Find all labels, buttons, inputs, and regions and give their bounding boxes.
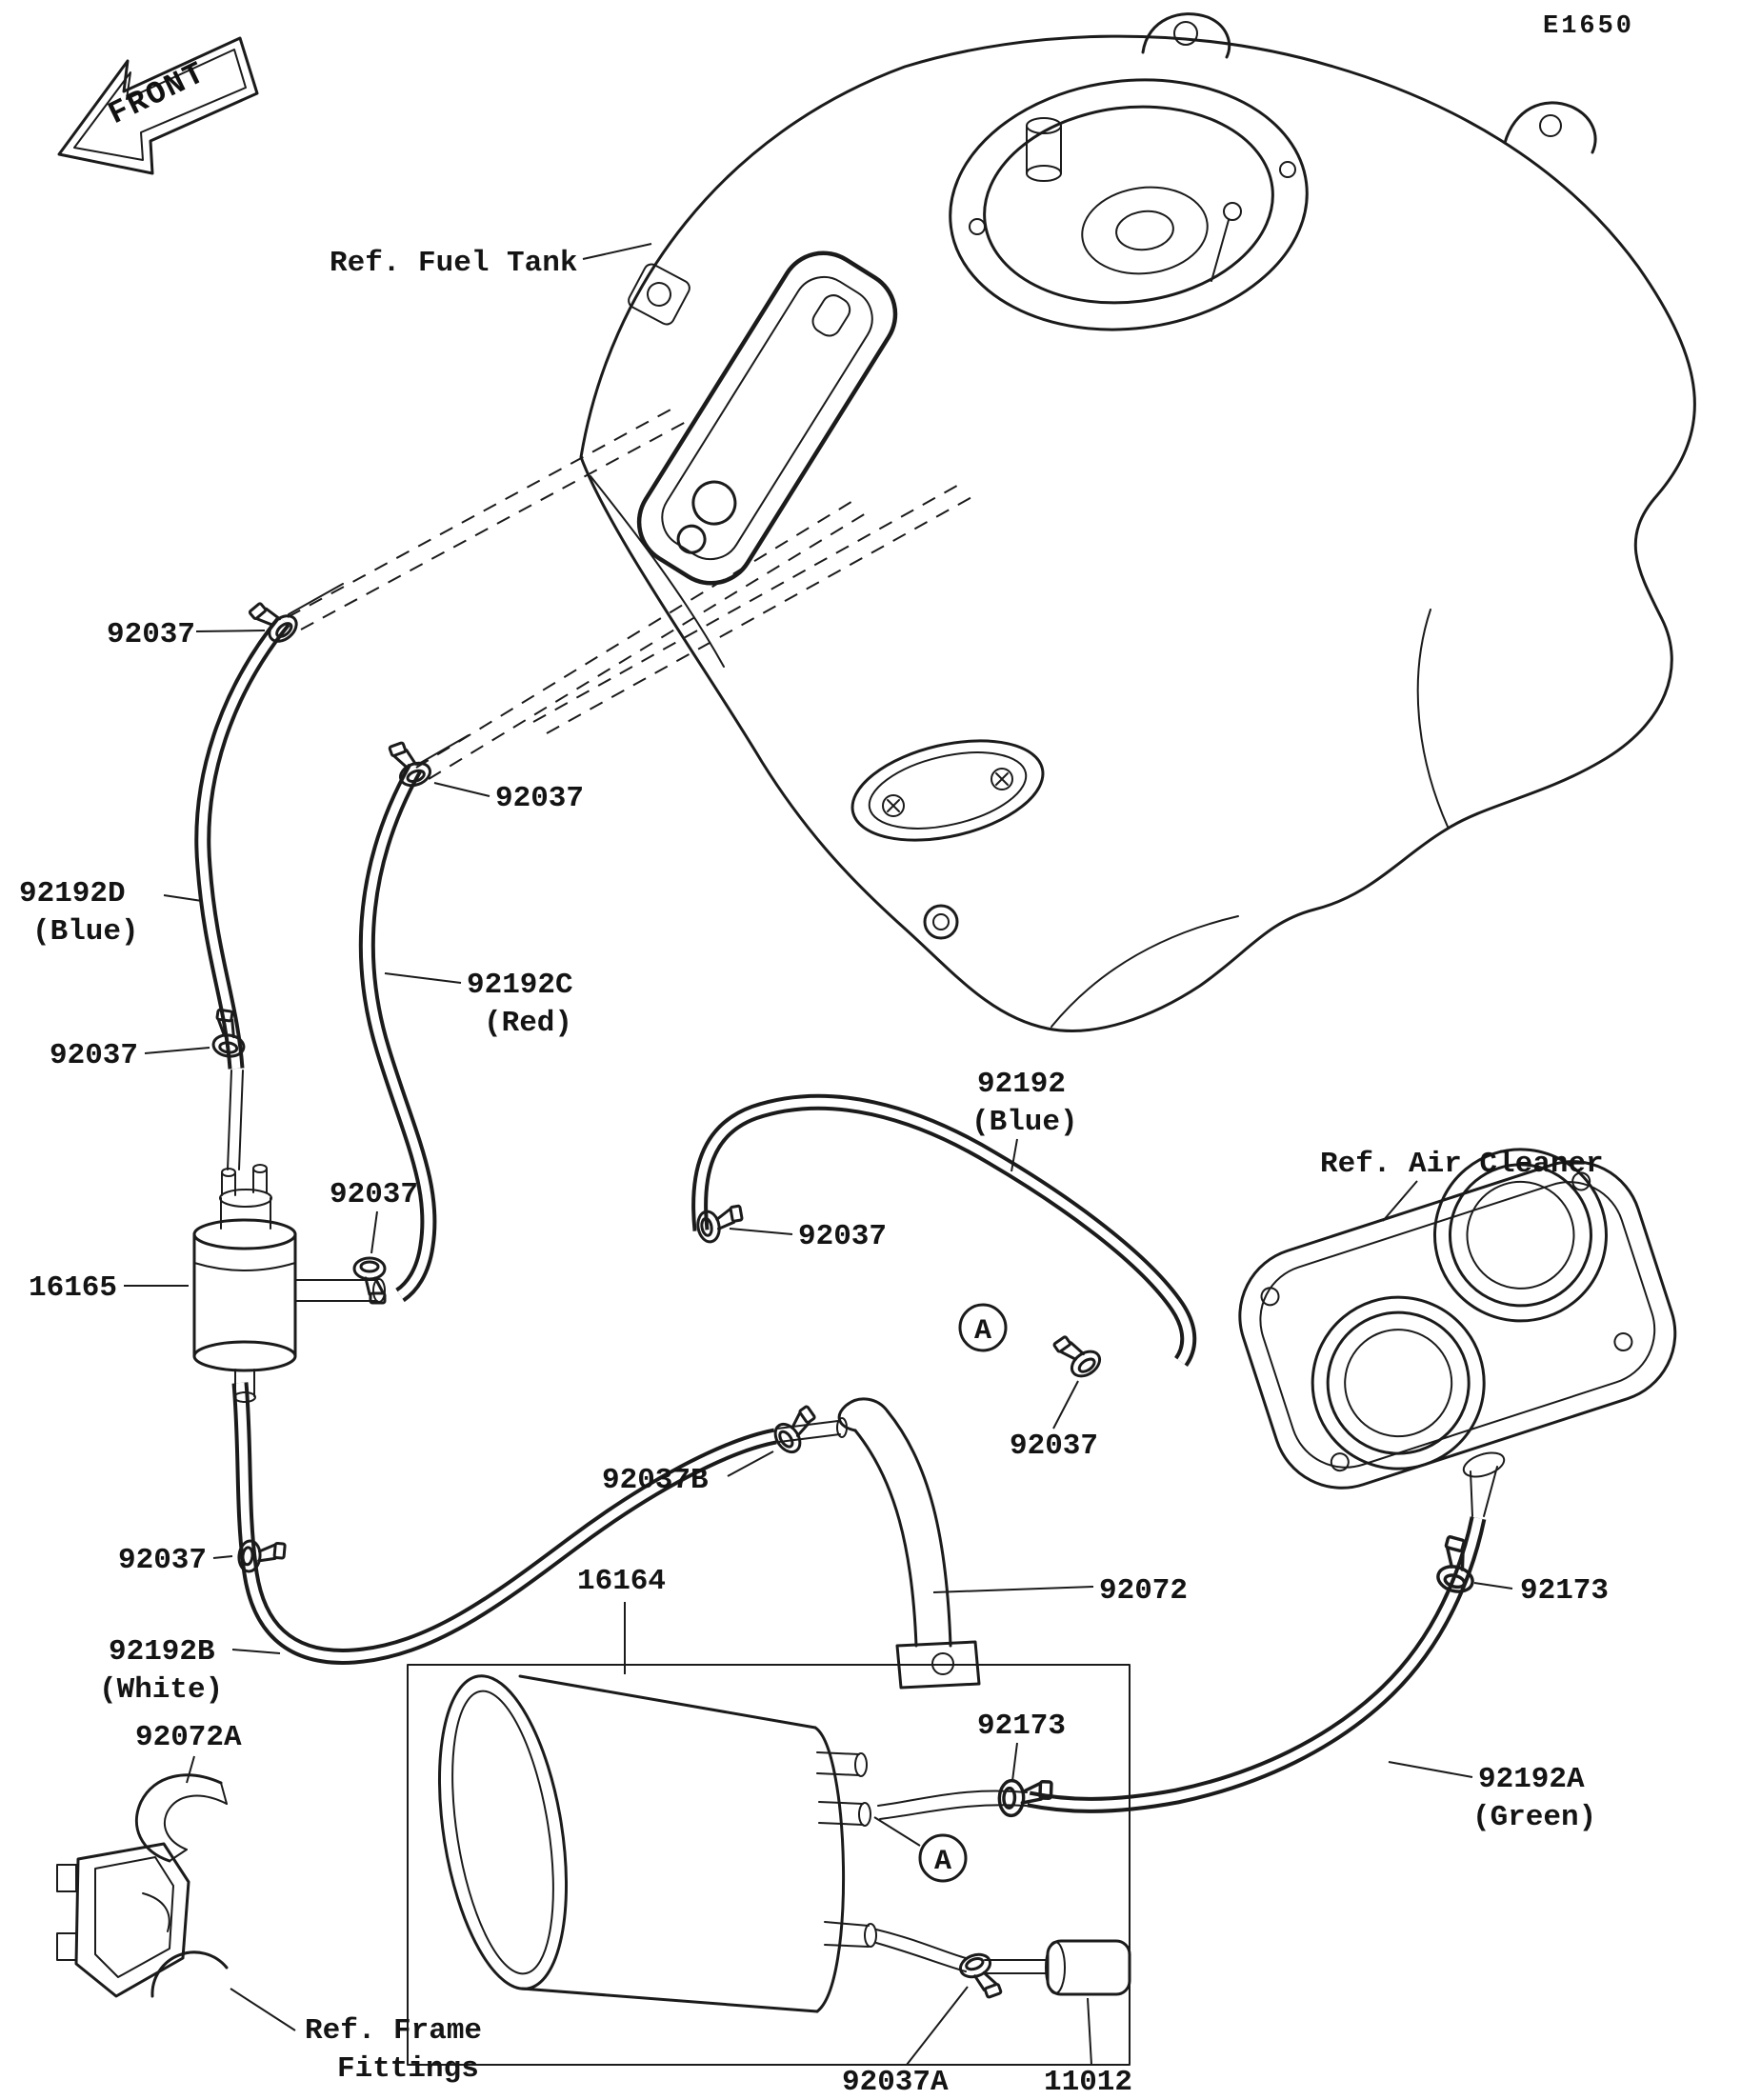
fuel-filter-16165 — [192, 1164, 386, 1403]
label-92192d: 92192D — [19, 877, 126, 910]
label-92072: 92072 — [1099, 1574, 1188, 1608]
hose-92192a — [877, 1516, 1487, 1820]
clamp-92173-2 — [996, 1778, 1053, 1819]
label-92037b: 92037B — [602, 1464, 709, 1497]
label-ref-air-cleaner: Ref. Air Cleaner — [1320, 1148, 1604, 1181]
label-92037-3: 92037 — [50, 1039, 138, 1072]
label-ref-frame-line2: Fittings — [337, 2052, 479, 2086]
clamp-92037-2 — [388, 735, 435, 791]
canister-outline-box — [407, 1664, 1131, 2066]
part-labels: Ref. Fuel Tank Ref. Air Cleaner Ref. Fra… — [19, 247, 1609, 2099]
label-92192c: 92192C — [467, 969, 573, 1002]
callout-a-2-letter: A — [934, 1846, 951, 1878]
label-11012: 11012 — [1044, 2066, 1132, 2099]
label-92037-2: 92037 — [495, 782, 584, 815]
label-92037-1: 92037 — [107, 618, 195, 651]
label-92037-5: 92037 — [798, 1220, 887, 1253]
clamp-92072a — [135, 1773, 228, 1863]
hose-92192 — [691, 1093, 1197, 1367]
fuel-pump-ring — [949, 78, 1309, 331]
label-92192d-color: (Blue) — [32, 915, 139, 949]
label-92192c-color: (Red) — [484, 1007, 572, 1040]
hidden-routing-lines — [287, 407, 976, 780]
callout-a-1-letter: A — [974, 1315, 991, 1348]
clamp-92037b — [769, 1404, 827, 1458]
label-92173-2: 92173 — [977, 1710, 1066, 1743]
tank-access-panel — [850, 739, 1045, 940]
label-92192a-color: (Green) — [1472, 1801, 1596, 1834]
page-code: E1650 — [1543, 12, 1634, 41]
front-direction-arrow: FRONT — [57, 36, 259, 175]
label-ref-frame-line1: Ref. Frame — [305, 2014, 482, 2048]
label-92037-6: 92037 — [1010, 1430, 1098, 1463]
canister-16164 — [437, 1674, 1047, 2013]
air-cleaner-drawing — [1238, 1148, 1677, 1517]
tank-side-plate — [628, 263, 690, 326]
label-92192a: 92192A — [1478, 1763, 1585, 1796]
tank-mount-bracket — [636, 250, 898, 586]
fuel-tank-drawing — [288, 12, 1696, 1032]
label-92173-1: 92173 — [1520, 1574, 1609, 1608]
label-92037a: 92037A — [842, 2066, 949, 2099]
label-92192-color: (Blue) — [971, 1106, 1078, 1139]
callout-a-1: A — [958, 1303, 1008, 1352]
hose-92192c — [358, 763, 437, 1303]
label-16165: 16165 — [29, 1271, 117, 1305]
label-92072a: 92072A — [135, 1721, 242, 1754]
hose-92192b — [231, 1382, 848, 1665]
label-92037-7: 92037 — [118, 1544, 207, 1577]
cap-11012 — [1045, 1939, 1131, 1996]
label-92037-4: 92037 — [330, 1178, 418, 1211]
leader-lines — [124, 243, 1513, 2066]
clamp-92037-5 — [693, 1204, 747, 1246]
callout-a-2: A — [918, 1833, 968, 1883]
label-16164: 16164 — [577, 1565, 666, 1598]
clamp-92037-6 — [1051, 1325, 1106, 1383]
label-92192b: 92192B — [109, 1635, 215, 1669]
hose-92192d — [194, 615, 290, 1170]
label-ref-fuel-tank: Ref. Fuel Tank — [330, 247, 577, 280]
label-92192b-color: (White) — [99, 1673, 223, 1707]
label-92192: 92192 — [977, 1068, 1066, 1101]
frame-fitting-drawing — [56, 1842, 229, 1998]
bracket-92072 — [837, 1397, 981, 1690]
